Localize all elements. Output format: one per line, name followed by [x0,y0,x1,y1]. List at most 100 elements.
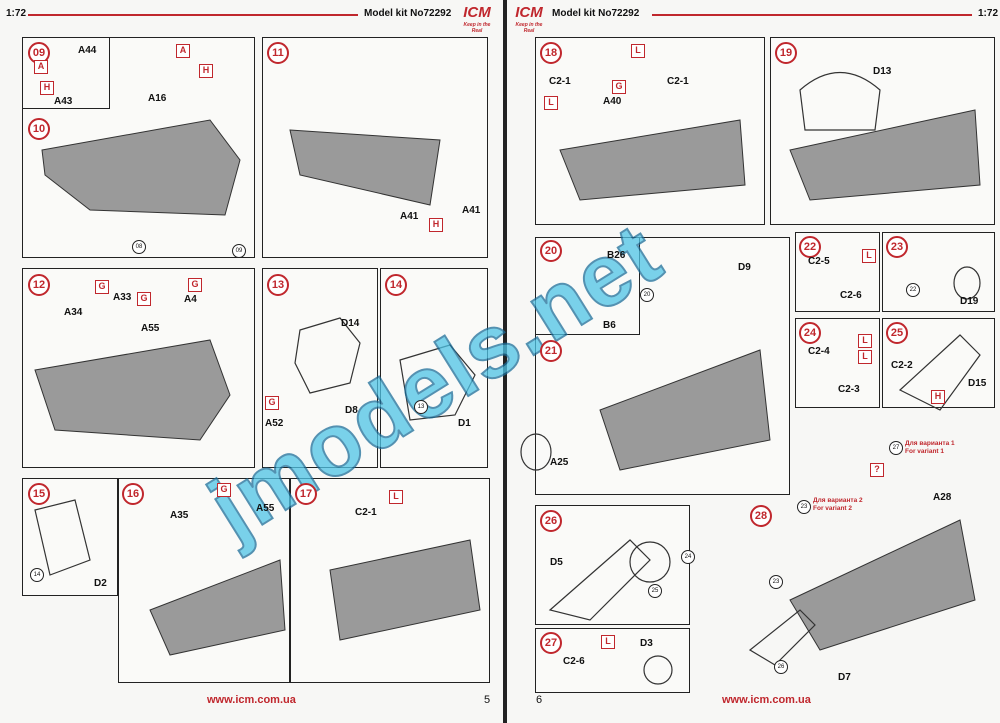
part-label: C2-1 [549,76,571,87]
part-label: A33 [113,292,132,303]
panel-step-14 [380,268,488,468]
header-rule-left [28,14,358,16]
paint-code-box: H [931,390,945,404]
canopy-drawing-13 [294,317,361,394]
step-number: 10 [28,118,50,140]
part-label: C2-4 [808,346,830,357]
scale-label-left: 1:72 [6,8,27,19]
step-number: 25 [886,322,908,344]
step-number: 20 [540,240,562,262]
part-label: C2-6 [840,290,862,301]
paint-code-box: ? [870,463,884,477]
part-label: D9 [738,262,751,273]
ring-d19 [953,266,981,300]
part-label: A52 [265,418,284,429]
paint-code-box: G [217,483,231,497]
part-label: A55 [141,323,160,334]
step-number: 19 [775,42,797,64]
canopy-drawing-14 [399,344,476,421]
step-number: 14 [385,274,407,296]
paint-code-box: G [265,396,279,410]
part-label: C2-3 [838,384,860,395]
fuselage-drawing-18 [559,119,746,201]
part-label: A40 [603,96,622,107]
fuselage-drawing-21 [599,349,771,471]
part-label: B6 [603,320,616,331]
step-number: 15 [28,483,50,505]
part-label: D3 [640,638,653,649]
part-label: A34 [64,307,83,318]
part-label: A25 [550,457,569,468]
part-label: A41 [462,205,481,216]
step-number: 12 [28,274,50,296]
disc-26 [629,541,671,583]
paint-code-box: L [389,490,403,504]
sub-assembly-ref: 09 [232,244,246,258]
part-label: A28 [933,492,952,503]
kit-number-left: Model kit No72292 [364,8,452,19]
sub-assembly-ref: 24 [681,550,695,564]
part-label: B26 [607,250,626,261]
cone-28 [748,609,816,666]
part-label: A35 [170,510,189,521]
sub-assembly-ref: 08 [132,240,146,254]
step-number: 22 [799,236,821,258]
paint-code-box: A [34,60,48,74]
cone-d15 [898,334,981,411]
header-rule-right [652,14,972,16]
sub-assembly-ref: 23 [769,575,783,589]
step-number: 16 [122,483,144,505]
fuselage-drawing-17 [329,539,481,641]
step-number: 21 [540,340,562,362]
paint-code-box: A [176,44,190,58]
part-label: D19 [960,296,979,307]
part-label: C2-6 [563,656,585,667]
part-label: D2 [94,578,107,589]
cone-d5 [548,539,651,621]
panel-step-13 [262,268,378,468]
fuselage-drawing-10 [41,119,241,216]
part-label: D8 [345,405,358,416]
step-number: 26 [540,510,562,532]
fuselage-drawing-11 [289,129,441,206]
paint-code-box: L [858,350,872,364]
paint-code-box: H [40,81,54,95]
step-number: 28 [750,505,772,527]
ring-a25 [520,433,552,471]
paint-code-box: G [95,280,109,294]
part-label: D5 [550,557,563,568]
page-number-right: 6 [536,694,543,706]
part-label: D15 [968,378,987,389]
sub-assembly-ref: 13 [414,400,428,414]
part-label: D1 [458,418,471,429]
footer-url-left: www.icm.com.ua [207,694,296,706]
paint-code-box: G [137,292,151,306]
sub-assembly-ref: 27 [889,441,903,455]
step-number: 24 [799,322,821,344]
sub-assembly-ref: 23 [797,500,811,514]
sub-assembly-ref: 14 [30,568,44,582]
fuselage-drawing-16 [149,559,286,656]
paint-code-box: L [601,635,615,649]
paint-code-box: H [429,218,443,232]
sub-assembly-ref: 20 [640,288,654,302]
part-label: A43 [54,96,73,107]
step-number: 27 [540,632,562,654]
part-label: A55 [256,503,275,514]
footer-url-right: www.icm.com.ua [722,694,811,706]
paint-code-box: G [612,80,626,94]
fuselage-drawing-19 [789,109,981,201]
part-label: D7 [838,672,851,683]
part-label: C2-1 [667,76,689,87]
paint-code-box: L [631,44,645,58]
part-label: D14 [341,318,360,329]
part-label: C2-1 [355,507,377,518]
step-number: 18 [540,42,562,64]
part-label: A4 [184,294,197,305]
kit-number-right: Model kit No72292 [552,8,640,19]
part-label: C2-5 [808,256,830,267]
